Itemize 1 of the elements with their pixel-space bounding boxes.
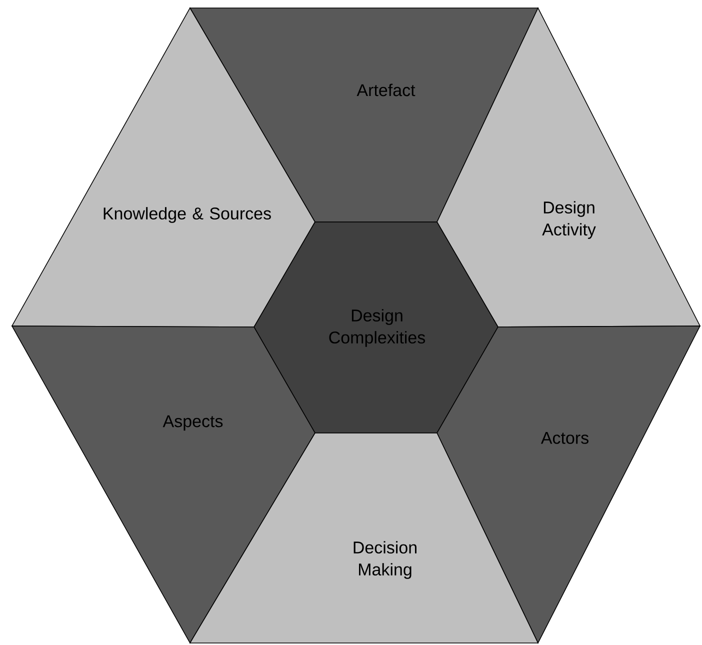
center-hexagon: Design Complexities <box>254 222 498 434</box>
